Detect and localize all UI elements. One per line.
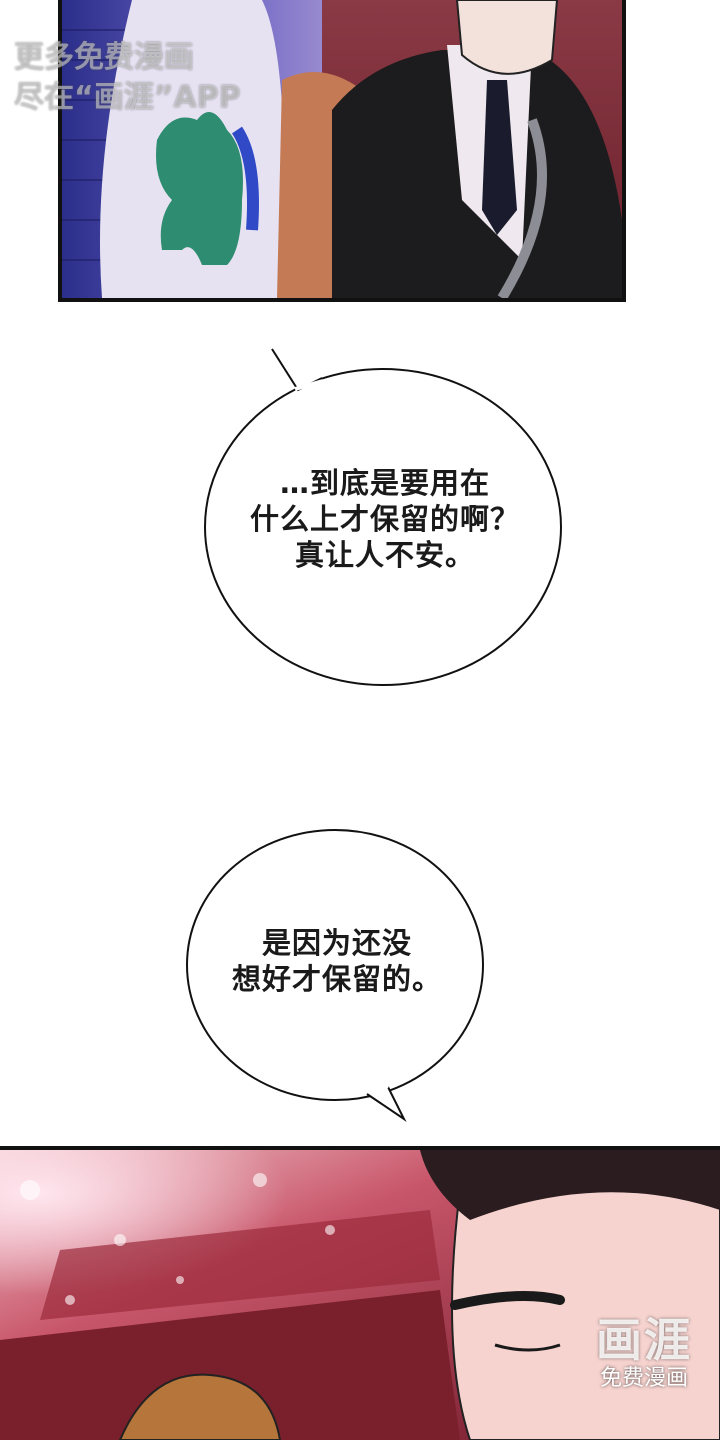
panel-bottom-art (0, 1150, 720, 1440)
dinosaur-spikes (231, 126, 259, 231)
speech-bubble-2-text: 是因为还没 想好才保留的。 (182, 925, 492, 997)
speech-bubble-1-shape (204, 348, 562, 686)
panel-top-art (62, 0, 622, 298)
speech-bubble-2-line-2: 想好才保留的。 (231, 962, 442, 996)
watermark-logo-sub: 免费漫画 (599, 1366, 688, 1391)
comic-panel-bottom (0, 1146, 720, 1440)
dinosaur-print (156, 112, 243, 265)
speech-bubble-1-line-1: …到底是要用在 (279, 466, 490, 500)
comic-panel-top (58, 0, 626, 302)
watermark-top: 更多免费漫画 尽在“画涯”APP (14, 38, 241, 118)
man-neck (455, 0, 559, 75)
car-seat (0, 1290, 460, 1440)
speech-bubble-2-shape (186, 829, 484, 1122)
speech-bubble-1-text: …到底是要用在 什么上才保留的啊？ 真让人不安。 (200, 465, 570, 573)
speech-bubble-2-line-1: 是因为还没 (261, 926, 412, 960)
boy-hair (118, 1373, 282, 1440)
man-hair (420, 1150, 720, 1220)
speech-bubble-1: …到底是要用在 什么上才保留的啊？ 真让人不安。 (200, 345, 570, 690)
watermark-top-line1: 更多免费漫画 (14, 40, 194, 75)
seat-belt (497, 118, 547, 298)
man-eyebrow (450, 1291, 565, 1310)
necktie (482, 80, 517, 235)
speech-bubble-1-line-3: 真让人不安。 (294, 538, 475, 572)
man-closed-eye (494, 1343, 561, 1352)
watermark-logo-mark: 画涯 (596, 1313, 692, 1367)
speech-bubble-1-line-2: 什么上才保留的啊？ (249, 502, 520, 536)
car-seat-top (40, 1210, 440, 1320)
bokeh-lights (20, 1173, 335, 1305)
watermark-logo: 画涯 免费漫画 (596, 1316, 692, 1394)
speech-bubble-2: 是因为还没 想好才保留的。 (182, 825, 492, 1125)
watermark-top-line2: 尽在“画涯”APP (14, 80, 241, 115)
